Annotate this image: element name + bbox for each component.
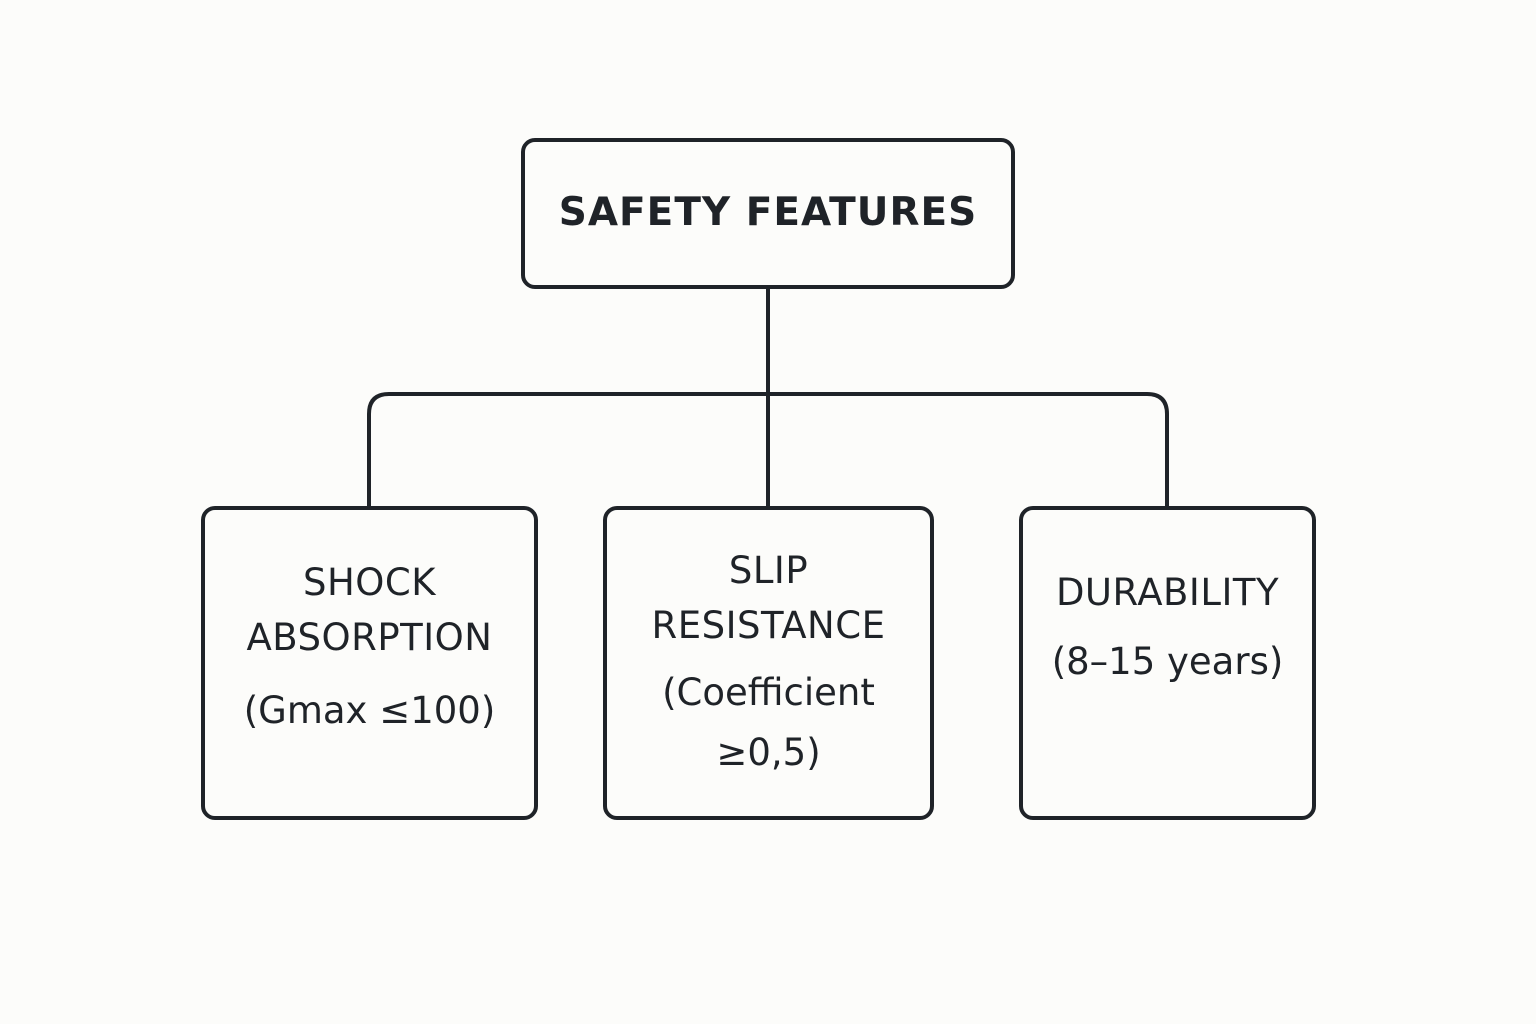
durability-detail: (8–15 years) [1051,639,1284,683]
slip-resistance-node: SLIP RESISTANCE (Coefficient ≥0,5) [603,506,934,820]
shock-absorption-title: SHOCK ABSORPTION [246,561,493,659]
root-node: SAFETY FEATURES [521,138,1015,289]
durability-node: DURABILITY (8–15 years) [1019,506,1316,820]
slip-resistance-detail: (Coefficient ≥0,5) [662,671,875,774]
slip-resistance-title: SLIP RESISTANCE [651,549,886,647]
root-node-label: SAFETY FEATURES [558,190,978,236]
shock-absorption-detail: (Gmax ≤100) [243,689,496,732]
branch-connector [367,392,1169,506]
durability-title: DURABILITY [1055,570,1280,614]
shock-absorption-node: SHOCK ABSORPTION (Gmax ≤100) [201,506,538,820]
